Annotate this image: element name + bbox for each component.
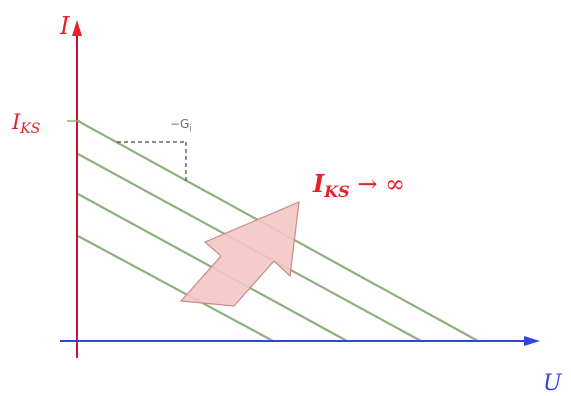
slope-label: −Gi <box>170 117 192 134</box>
y-axis-arrowhead <box>72 20 82 36</box>
x-axis-arrowhead <box>524 336 540 346</box>
source-line-1 <box>77 235 274 342</box>
slope-label-base: −G <box>170 117 189 131</box>
y-axis-label: I <box>59 12 70 40</box>
x-axis-label: U <box>543 371 563 396</box>
trend-arrow <box>179 201 300 307</box>
iks-label: IKS <box>11 110 40 137</box>
trend-label-arrow: → ∞ <box>350 170 405 198</box>
trend-label-base: I <box>312 169 325 198</box>
slope-label-sub: i <box>189 124 192 134</box>
trend-label-sub: KS <box>323 182 349 201</box>
slope-triangle <box>117 141 187 182</box>
iks-label-base: I <box>11 110 21 134</box>
trend-label: IKS → ∞ <box>312 169 405 201</box>
iks-label-sub: KS <box>19 121 40 137</box>
